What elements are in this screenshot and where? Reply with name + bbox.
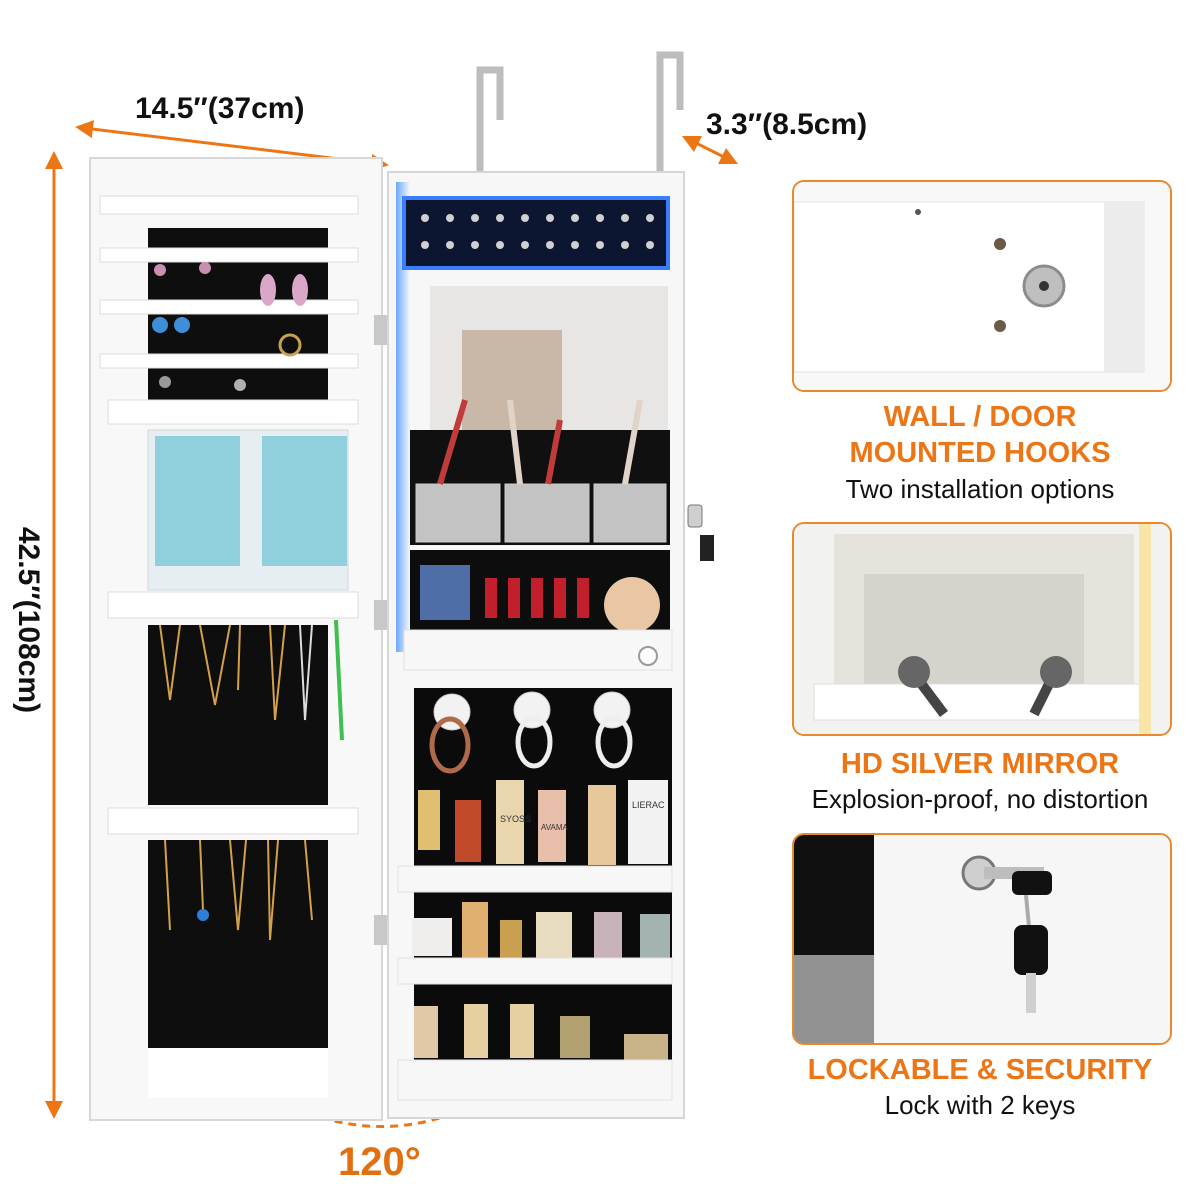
feature-title-hooks-line1: WALL / DOOR: [883, 401, 1077, 433]
bottle-label-lierac: LIERAC: [632, 800, 665, 810]
cabinet-lock: [687, 504, 703, 528]
feature-subtitle-hooks: Two installation options: [845, 474, 1115, 504]
lock-detail-image: [794, 835, 1170, 1043]
ring-tray: [402, 196, 670, 270]
feature-image-hooks: [792, 180, 1172, 392]
mirror-detail-image: [794, 524, 1170, 734]
bottle-label-syoss: SYOSS: [500, 814, 531, 824]
opening-angle-label: 120°: [338, 1140, 421, 1184]
door-hooks: [476, 51, 684, 185]
led-touch-switch: [638, 646, 658, 666]
width-dimension-label: 14.5″(37cm): [135, 92, 305, 125]
feature-title-lock: LOCKABLE & SECURITY: [807, 1054, 1153, 1086]
feature-title-hooks-line2: MOUNTED HOOKS: [849, 437, 1111, 469]
feature-image-mirror: [792, 522, 1172, 736]
feature-title-mirror: HD SILVER MIRROR: [840, 748, 1120, 780]
cabinet-illustration: SYOSS LIERAC AVAMA: [45, 51, 739, 1128]
feature-image-lock: [792, 833, 1172, 1045]
feature-subtitle-mirror: Explosion-proof, no distortion: [811, 784, 1149, 814]
wall-mount-detail-image: [794, 182, 1170, 390]
bottle-label-avama: AVAMA: [541, 823, 568, 832]
depth-arrow: [681, 135, 739, 165]
feature-subtitle-lock: Lock with 2 keys: [884, 1090, 1076, 1120]
depth-dimension-label: 3.3″(8.5cm): [706, 108, 868, 141]
